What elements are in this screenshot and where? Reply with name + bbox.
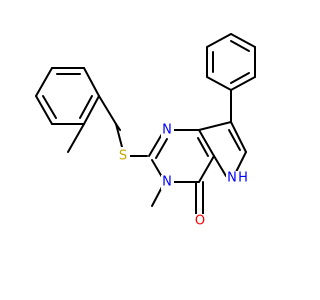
pyrimidine-n3-label: N (162, 175, 172, 190)
molecule-structure: S N N N H O (35, 33, 256, 230)
bond (67, 123, 85, 153)
atom-label-layer: S N N N H O (116, 123, 250, 230)
bond-layer (35, 33, 256, 215)
pyrimidine-n1-label: N (162, 123, 172, 138)
pyrrole-nh-label: N (227, 171, 237, 186)
bond (35, 67, 53, 97)
bond (230, 40, 250, 52)
bond (151, 186, 163, 207)
carbonyl-oxygen-label: O (195, 214, 205, 229)
bond (83, 95, 100, 125)
bond (198, 121, 232, 131)
bond (115, 123, 123, 148)
bond (98, 95, 117, 125)
bond (230, 72, 250, 84)
bond (79, 95, 93, 119)
bond (197, 137, 209, 157)
bond (148, 133, 163, 157)
bond (213, 155, 227, 177)
bond (83, 67, 100, 97)
bond (151, 159, 163, 178)
bond (155, 138, 168, 159)
pyrrole-h-label: H (238, 171, 248, 186)
bond (198, 129, 215, 157)
bond (35, 95, 53, 125)
bond (228, 129, 241, 151)
sulfur-atom-label: S (119, 149, 127, 164)
bond (230, 121, 247, 153)
bond (206, 33, 232, 48)
bond (198, 155, 215, 183)
bond (42, 95, 57, 119)
bond (235, 151, 247, 173)
bond (206, 76, 232, 91)
bond (230, 33, 256, 48)
bond (230, 76, 256, 91)
